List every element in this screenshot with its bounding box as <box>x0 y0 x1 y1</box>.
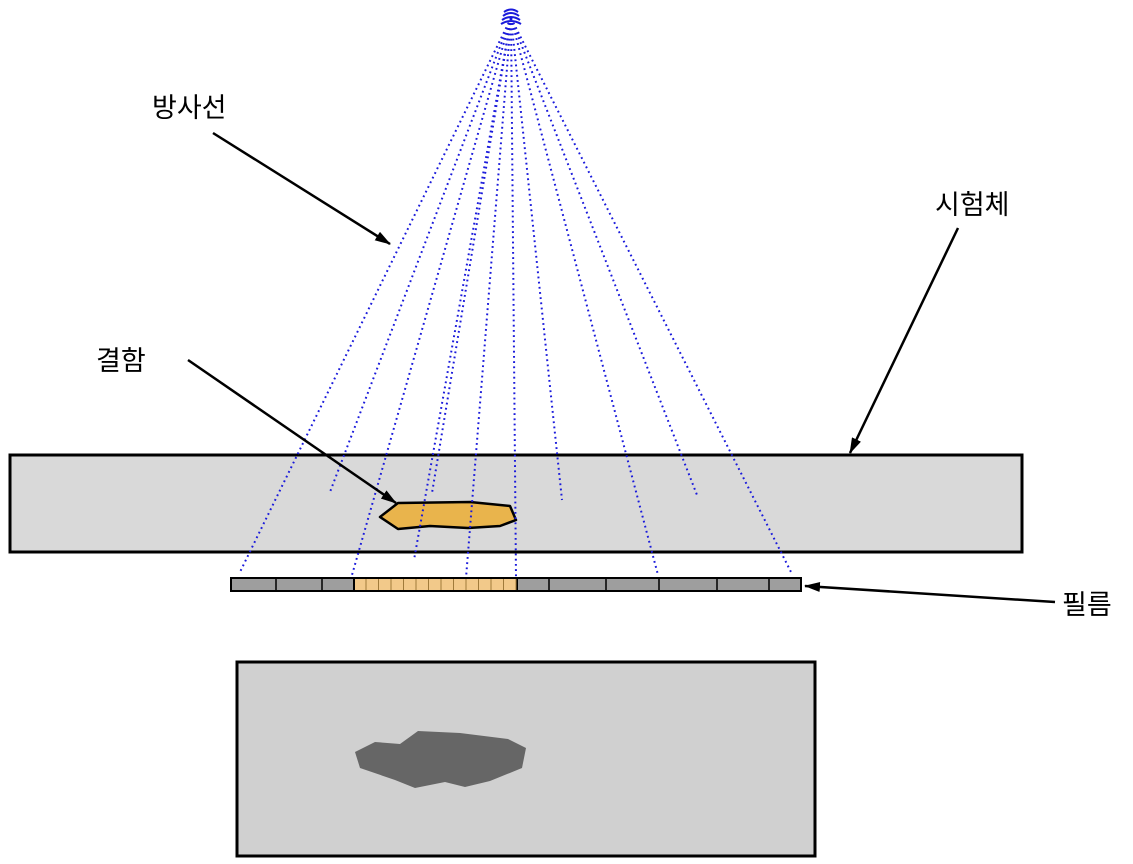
radiation-source-icon <box>500 8 522 25</box>
radiation-rays <box>239 17 793 579</box>
radiation-label: 방사선 <box>152 93 227 124</box>
defect-leader-arrow <box>187 358 397 505</box>
defect-label: 결함 <box>96 346 146 377</box>
radiation-leader-arrow <box>212 131 391 246</box>
radiation-ray <box>465 17 512 579</box>
radiation-ray <box>239 17 512 573</box>
film <box>230 577 802 592</box>
specimen-label: 시험체 <box>935 190 1010 221</box>
radiation-ray <box>510 17 659 576</box>
defect-shadow <box>355 731 526 788</box>
specimen-leader-arrow <box>848 227 960 454</box>
film-leader-arrow <box>804 581 1056 604</box>
radiation-ray <box>510 17 563 501</box>
film-label: 필름 <box>1062 590 1112 621</box>
radiation-ray <box>510 17 698 496</box>
radiation-ray <box>329 17 512 493</box>
specimen <box>8 453 1024 554</box>
radiation-ray <box>431 17 512 494</box>
radiograph-image <box>235 660 817 858</box>
radiation-ray <box>413 17 512 561</box>
defect <box>378 500 518 531</box>
